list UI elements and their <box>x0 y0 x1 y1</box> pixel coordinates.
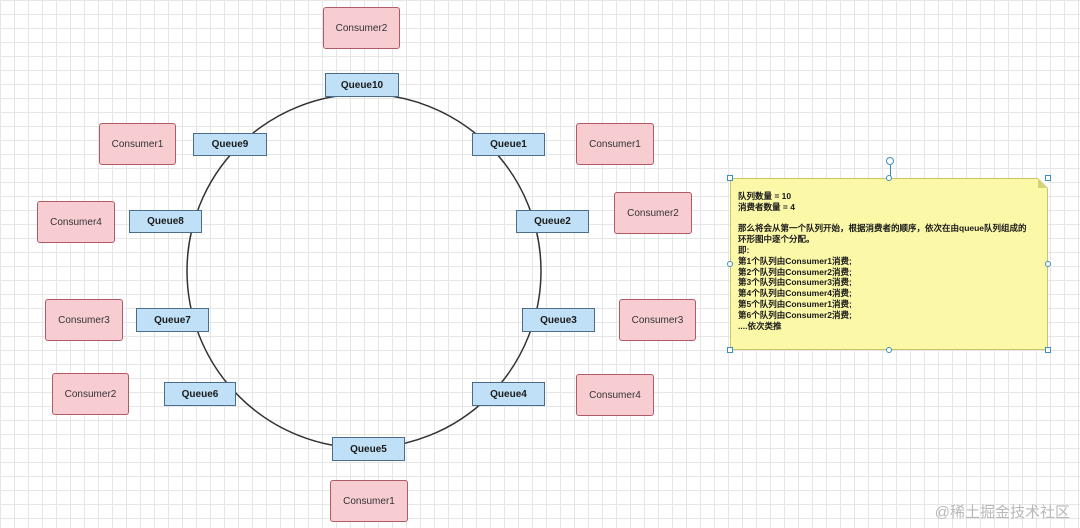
queue-8[interactable]: Queue8 <box>129 210 202 233</box>
note-text: 队列数量 = 10 消费者数量 = 4 那么将会从第一个队列开始，根据消费者的顺… <box>738 191 1033 331</box>
note-line: 消费者数量 = 4 <box>738 201 795 212</box>
consumer-queue5[interactable]: Consumer1 <box>330 480 408 522</box>
resize-handle-top-right[interactable] <box>1045 175 1051 181</box>
resize-handle-middle-left[interactable] <box>727 261 733 267</box>
note-line: 第4个队列由Consumer4消费; <box>738 288 852 299</box>
resize-handle-bottom-right[interactable] <box>1045 347 1051 353</box>
consumer-queue7[interactable]: Consumer3 <box>45 299 123 341</box>
queue-5[interactable]: Queue5 <box>332 437 405 461</box>
queue-9[interactable]: Queue9 <box>193 133 267 156</box>
resize-handle-bottom-middle[interactable] <box>886 347 892 353</box>
note-line: 那么将会从第一个队列开始，根据消费者的顺序，依次在由queue队列组成的环形图中… <box>738 223 1027 245</box>
consumer-queue8[interactable]: Consumer4 <box>37 201 115 243</box>
note-line: 即: <box>738 244 750 255</box>
consumer-top[interactable]: Consumer2 <box>323 7 400 49</box>
watermark: @稀土掘金技术社区 <box>934 504 1070 521</box>
note-line: 第5个队列由Consumer1消费; <box>738 298 852 309</box>
resize-handle-middle-right[interactable] <box>1045 261 1051 267</box>
resize-handle-top-left[interactable] <box>727 175 733 181</box>
queue-2[interactable]: Queue2 <box>516 210 589 233</box>
queue-1[interactable]: Queue1 <box>472 133 545 156</box>
queue-7[interactable]: Queue7 <box>136 308 209 332</box>
consumer-queue3[interactable]: Consumer3 <box>619 299 696 341</box>
note-line: 第3个队列由Consumer3消费; <box>738 277 852 288</box>
consumer-queue1[interactable]: Consumer1 <box>576 123 654 165</box>
resize-handle-top-middle[interactable] <box>886 175 892 181</box>
sticky-note[interactable]: 队列数量 = 10 消费者数量 = 4 那么将会从第一个队列开始，根据消费者的顺… <box>730 178 1048 350</box>
resize-handle-bottom-left[interactable] <box>727 347 733 353</box>
note-line: 第2个队列由Consumer2消费; <box>738 266 852 277</box>
consumer-queue4[interactable]: Consumer4 <box>576 374 654 416</box>
note-line: ....依次类推 <box>738 320 782 331</box>
note-line <box>738 213 1033 224</box>
queue-4[interactable]: Queue4 <box>472 382 545 406</box>
rotate-handle[interactable] <box>886 157 894 165</box>
queue-10[interactable]: Queue10 <box>325 73 399 97</box>
queue-6[interactable]: Queue6 <box>164 382 236 406</box>
rotate-handle-stem <box>889 165 891 178</box>
consumer-queue9[interactable]: Consumer1 <box>99 123 176 165</box>
queue-3[interactable]: Queue3 <box>522 308 595 332</box>
note-line: 队列数量 = 10 <box>738 191 792 201</box>
consumer-queue6[interactable]: Consumer2 <box>52 373 129 415</box>
consumer-queue2[interactable]: Consumer2 <box>614 192 692 234</box>
note-line: 第6个队列由Consumer2消费; <box>738 309 852 320</box>
note-folded-corner <box>1038 178 1048 188</box>
note-line: 第1个队列由Consumer1消费; <box>738 255 852 266</box>
